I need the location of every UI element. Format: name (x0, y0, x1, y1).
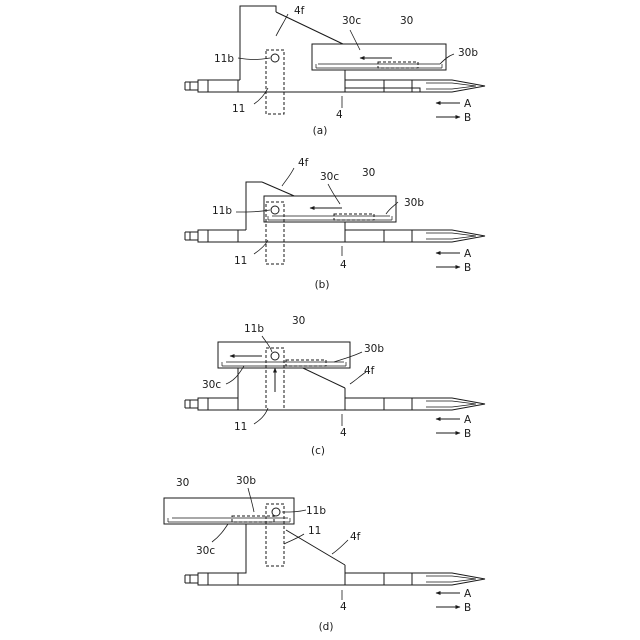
direction-legend: A B (436, 588, 472, 614)
direction-legend: A B (436, 248, 472, 274)
label-slope: 4f (294, 5, 305, 17)
label-slider: 30 (292, 315, 305, 327)
label-body: 4 (336, 109, 343, 121)
label-slider: 30 (176, 477, 189, 489)
label-dir-a: A (464, 98, 472, 110)
label-tail: 30b (364, 343, 384, 355)
label-tail: 30b (404, 197, 424, 209)
label-guide: 30c (196, 545, 215, 557)
panel-b: 4f 30c 30 11b 30b 11 4 A B (b) (185, 157, 485, 291)
label-pin: 11b (212, 205, 232, 217)
panel-d: 30 30b 11b 11 4f 30c 4 A B (d) (164, 475, 485, 633)
label-tail: 30b (458, 47, 478, 59)
label-slope: 4f (298, 157, 309, 169)
label-body: 4 (340, 601, 347, 613)
panel-caption: (b) (315, 279, 330, 291)
slider-block (164, 498, 294, 524)
label-pin: 11b (306, 505, 326, 517)
label-body: 4 (340, 427, 347, 439)
label-slider: 30 (362, 167, 375, 179)
label-slider: 30 (400, 15, 413, 27)
label-guide: 30c (342, 15, 361, 27)
label-dir-b: B (464, 112, 471, 124)
label-pin: 11b (244, 323, 264, 335)
panel-caption: (d) (319, 621, 334, 633)
direction-legend: A B (436, 98, 472, 124)
panel-a: 4f 30c 30 11b 30b 11 4 A B (a) (185, 5, 485, 137)
label-pin: 11b (214, 53, 234, 65)
lever-body (185, 368, 485, 410)
label-dir-a: A (464, 248, 472, 260)
label-dir-b: B (464, 428, 471, 440)
label-dir-a: A (464, 414, 472, 426)
panel-c: 11b 30 30b 30c 4f 11 4 A B (c) (185, 315, 485, 457)
label-rod: 11 (308, 525, 321, 537)
label-rod: 11 (232, 103, 245, 115)
lever-body (185, 524, 485, 585)
panel-caption: (c) (311, 445, 325, 457)
label-slope: 4f (364, 365, 375, 377)
label-guide: 30c (320, 171, 339, 183)
label-dir-a: A (464, 588, 472, 600)
label-tail: 30b (236, 475, 256, 487)
rod-member (266, 50, 284, 114)
slider-block (312, 44, 446, 70)
label-dir-b: B (464, 602, 471, 614)
label-guide: 30c (202, 379, 221, 391)
label-dir-b: B (464, 262, 471, 274)
label-rod: 11 (234, 255, 247, 267)
panel-caption: (a) (313, 125, 328, 137)
label-slope: 4f (350, 531, 361, 543)
label-body: 4 (340, 259, 347, 271)
direction-legend: A B (436, 414, 472, 440)
label-rod: 11 (234, 421, 247, 433)
